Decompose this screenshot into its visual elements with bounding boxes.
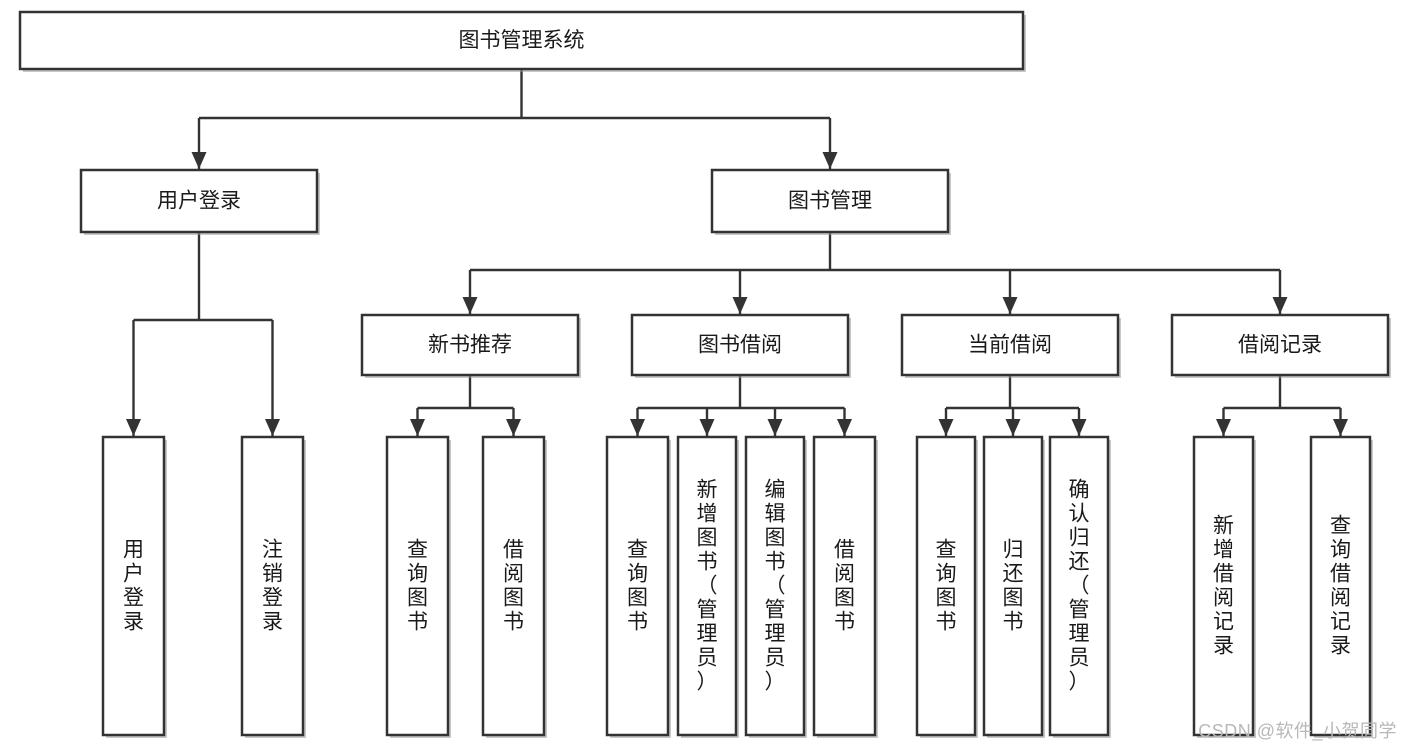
connector-arrow-icon [506, 419, 521, 436]
connector-arrow-icon [410, 419, 425, 436]
connector-arrow-icon [837, 419, 852, 436]
node-rect[interactable] [676, 435, 738, 737]
node-rect[interactable] [812, 435, 877, 737]
node-root-图书管理系统-0[interactable]: 图书管理系统 [18, 10, 1026, 72]
node-label: 查询图书 [627, 539, 648, 634]
node-rect[interactable] [481, 435, 546, 737]
connector-arrow-icon [126, 419, 141, 436]
node-rect[interactable] [900, 313, 1120, 377]
node-l3-当前借阅-2[interactable]: 当前借阅 [900, 313, 1121, 378]
connector-arrow-icon [1005, 419, 1021, 436]
node-l3-借阅记录-3[interactable]: 借阅记录 [1170, 313, 1391, 378]
csdn-watermark: CSDN @软件_小贺同学 [1198, 721, 1397, 741]
node-leaf-借阅图书-3[interactable]: 借阅图书 [481, 435, 547, 738]
node-rect[interactable] [1192, 435, 1255, 737]
node-label: 借阅图书 [834, 539, 855, 634]
node-label: 图书管理 [788, 190, 872, 213]
connector-arrow-icon [1333, 419, 1348, 436]
node-leaf-借阅图书-7[interactable]: 借阅图书 [812, 435, 878, 738]
connector-arrow-icon [191, 152, 207, 169]
node-rect[interactable] [101, 435, 166, 737]
node-rect[interactable] [360, 313, 580, 377]
connector-arrow-icon [767, 419, 783, 436]
node-label: 用户登录 [157, 190, 241, 213]
node-layer: 图书管理系统用户登录图书管理新书推荐图书借阅当前借阅借阅记录用户登录注销登录查询… [18, 10, 1391, 738]
node-l2-图书管理-1[interactable]: 图书管理 [710, 168, 951, 235]
connector-arrow-icon [1272, 297, 1288, 314]
node-label: 新书推荐 [428, 334, 512, 357]
connector-arrow-icon [1216, 419, 1231, 436]
node-rect[interactable] [605, 435, 670, 737]
node-leaf-注销登录-1[interactable]: 注销登录 [240, 435, 306, 738]
node-label: 查询图书 [936, 539, 957, 634]
node-rect[interactable] [915, 435, 977, 737]
connector-arrow-icon [630, 419, 645, 436]
node-rect[interactable] [982, 435, 1044, 737]
connector-arrow-icon [699, 419, 715, 436]
connector-arrow-icon [822, 152, 838, 169]
node-label: 新增借阅记录 [1213, 515, 1234, 658]
node-leaf-新增图书-管理员-5[interactable]: 新增图书（管理员） [676, 435, 739, 738]
node-leaf-查询图书-2[interactable]: 查询图书 [385, 435, 451, 738]
connector-arrow-icon [265, 419, 280, 436]
node-label: 确认归还（管理员） [1069, 479, 1090, 694]
node-label: 注销登录 [262, 539, 283, 634]
node-rect[interactable] [79, 168, 319, 234]
node-rect[interactable] [744, 435, 806, 737]
node-label: 图书借阅 [698, 334, 782, 357]
node-leaf-确认归还-管理员-10[interactable]: 确认归还（管理员） [1048, 435, 1111, 738]
node-leaf-查询图书-4[interactable]: 查询图书 [605, 435, 671, 738]
node-label: 归还图书 [1003, 539, 1024, 634]
node-l3-新书推荐-0[interactable]: 新书推荐 [360, 313, 581, 378]
node-leaf-新增借阅记录-11[interactable]: 新增借阅记录 [1192, 435, 1256, 738]
connector-arrow-icon [1002, 297, 1018, 314]
node-leaf-归还图书-9[interactable]: 归还图书 [982, 435, 1045, 738]
node-rect[interactable] [630, 313, 850, 377]
node-label: 用户登录 [123, 539, 144, 634]
node-label: 借阅记录 [1238, 334, 1322, 357]
node-label: 图书管理系统 [459, 29, 585, 52]
node-rect[interactable] [385, 435, 450, 737]
node-label: 编辑图书（管理员） [765, 479, 786, 694]
node-rect[interactable] [240, 435, 305, 737]
connector-arrow-icon [938, 419, 954, 436]
node-rect[interactable] [1048, 435, 1110, 737]
node-rect[interactable] [1309, 435, 1372, 737]
node-l2-用户登录-0[interactable]: 用户登录 [79, 168, 320, 235]
node-leaf-用户登录-0[interactable]: 用户登录 [101, 435, 167, 738]
node-label: 新增图书（管理员） [697, 479, 718, 694]
node-leaf-编辑图书-管理员-6[interactable]: 编辑图书（管理员） [744, 435, 807, 738]
node-l3-图书借阅-1[interactable]: 图书借阅 [630, 313, 851, 378]
node-label: 当前借阅 [968, 334, 1052, 357]
node-leaf-查询图书-8[interactable]: 查询图书 [915, 435, 978, 738]
node-label: 查询借阅记录 [1330, 515, 1351, 658]
node-rect[interactable] [1170, 313, 1390, 377]
connector-layer [126, 69, 1348, 436]
node-rect[interactable] [710, 168, 950, 234]
connector-arrow-icon [1071, 419, 1087, 436]
connector-arrow-icon [462, 297, 478, 314]
node-label: 查询图书 [407, 539, 428, 634]
connector-arrow-icon [732, 297, 748, 314]
node-rect[interactable] [18, 10, 1025, 71]
node-leaf-查询借阅记录-12[interactable]: 查询借阅记录 [1309, 435, 1373, 738]
node-label: 借阅图书 [503, 539, 524, 634]
